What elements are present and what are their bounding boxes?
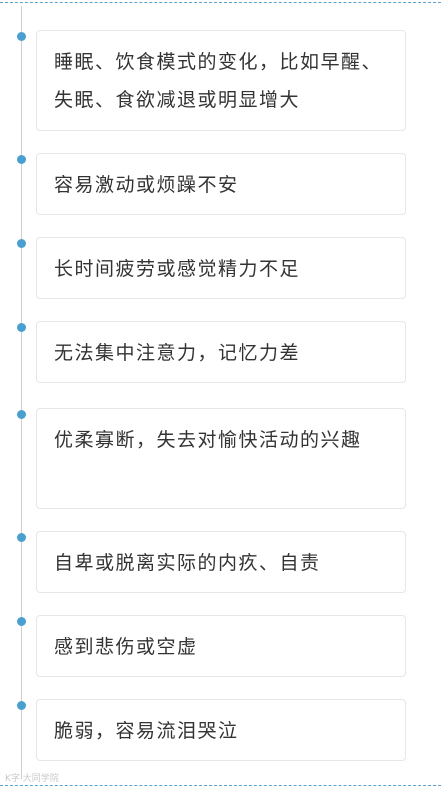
top-dashed-divider — [0, 2, 441, 3]
symptom-card: 感到悲伤或空虚 — [36, 615, 406, 677]
bottom-dashed-divider — [0, 785, 441, 786]
timeline-dot-icon — [17, 701, 26, 710]
symptom-card: 脆弱，容易流泪哭泣 — [36, 699, 406, 761]
symptom-card: 自卑或脱离实际的内疚、自责 — [36, 531, 406, 593]
timeline-line — [21, 6, 22, 779]
symptom-card: 优柔寡断，失去对愉快活动的兴趣 — [36, 408, 406, 509]
timeline-dot-icon — [17, 617, 26, 626]
symptom-card: 睡眠、饮食模式的变化，比如早醒、失眠、食欲减退或明显增大 — [36, 30, 406, 131]
symptom-card: 长时间疲劳或感觉精力不足 — [36, 237, 406, 299]
timeline-dot-icon — [17, 239, 26, 248]
watermark-logo: K字·大同学院 — [5, 774, 59, 784]
symptom-card: 容易激动或烦躁不安 — [36, 153, 406, 215]
timeline-dot-icon — [17, 410, 26, 419]
timeline-dot-icon — [17, 533, 26, 542]
symptom-card: 无法集中注意力，记忆力差 — [36, 321, 406, 383]
timeline-dot-icon — [17, 155, 26, 164]
timeline-dot-icon — [17, 32, 26, 41]
timeline-dot-icon — [17, 323, 26, 332]
